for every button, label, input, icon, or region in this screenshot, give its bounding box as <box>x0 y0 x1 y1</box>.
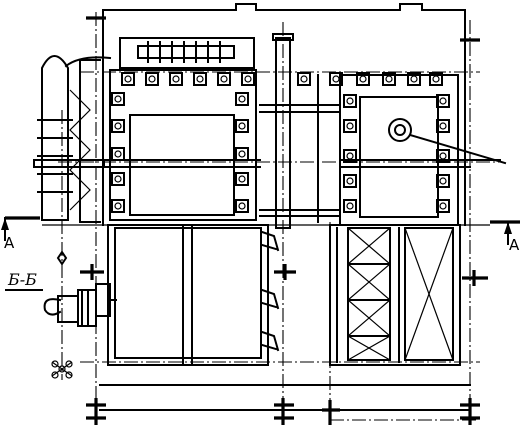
section-marker-left: A <box>4 234 15 252</box>
central-column <box>259 33 341 229</box>
right-chamber <box>339 74 507 226</box>
ground-symbol-icon <box>51 360 73 379</box>
section-marker-right: A <box>509 236 520 254</box>
left-bolt-row <box>111 72 255 213</box>
reference-ticks <box>80 16 488 425</box>
right-bolt-row <box>297 72 450 213</box>
side-fittings <box>260 230 280 352</box>
motor-unit <box>43 250 117 379</box>
heater-box <box>119 37 255 69</box>
filter-panels <box>329 224 461 366</box>
section-title: Б-Б <box>7 270 37 289</box>
outer-casing <box>79 3 466 226</box>
tube-bundle <box>33 55 112 221</box>
lower-tank <box>107 224 269 366</box>
left-chamber <box>99 69 261 221</box>
